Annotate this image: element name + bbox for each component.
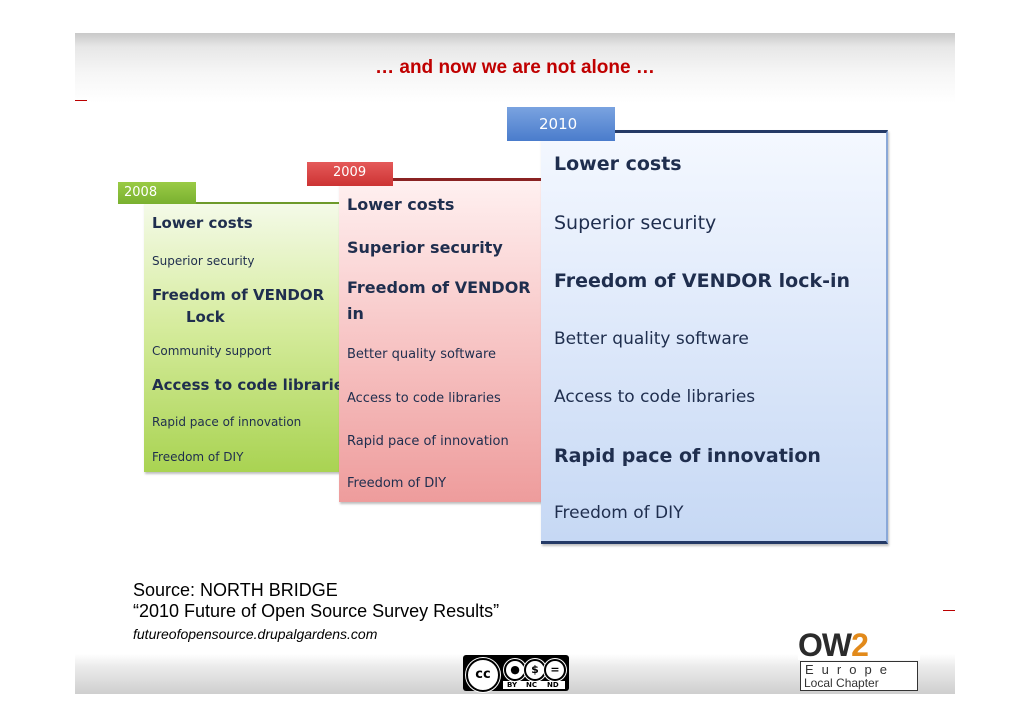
panel-2008-item: Access to code libraries bbox=[152, 376, 353, 394]
panel-2008-item: Community support bbox=[152, 344, 272, 358]
ow2-two-text: 2 bbox=[851, 627, 869, 663]
source-title: “2010 Future of Open Source Survey Resul… bbox=[133, 601, 500, 621]
panel-2009: Lower costs Superior security Freedom of… bbox=[339, 178, 544, 502]
equals-icon: = bbox=[544, 659, 566, 681]
right-accent-line bbox=[943, 610, 955, 611]
panel-2009-item: Freedom of VENDOR bbox=[347, 278, 531, 297]
panel-2008-item: Lower costs bbox=[152, 214, 253, 232]
cc-nd-label: ND bbox=[547, 681, 559, 689]
panel-2009-item: Lower costs bbox=[347, 195, 455, 214]
panel-2010-item: Better quality software bbox=[554, 329, 749, 349]
panel-2010-item: Superior security bbox=[554, 212, 717, 234]
panel-2010-item: Lower costs bbox=[554, 153, 682, 175]
person-icon: ● bbox=[504, 659, 526, 681]
ow2-wordmark: OW2 bbox=[798, 627, 920, 663]
panel-2008-item: Freedom of VENDOR bbox=[152, 286, 325, 304]
slide-title: … and now we are not alone … bbox=[375, 57, 655, 78]
panel-2008-item: Lock bbox=[186, 308, 225, 326]
cc-label-bar bbox=[503, 681, 565, 689]
panel-2009-item: Access to code libraries bbox=[347, 391, 501, 406]
source-line: Source: NORTH BRIDGE bbox=[133, 580, 338, 600]
left-accent-line bbox=[75, 100, 87, 101]
no-dollar-icon: $ bbox=[524, 659, 546, 681]
panel-2010: Lower costs Superior security Freedom of… bbox=[541, 130, 888, 544]
panel-2009-item: Rapid pace of innovation bbox=[347, 434, 509, 449]
panel-2008-item: Rapid pace of innovation bbox=[152, 415, 302, 429]
ow2-chapter-text: Local Chapter bbox=[804, 676, 879, 690]
panel-2009-item: Superior security bbox=[347, 238, 503, 257]
year-tab-2010: 2010 bbox=[507, 107, 615, 141]
panel-2008-item: Superior security bbox=[152, 254, 255, 268]
ow2-ow-text: OW bbox=[798, 627, 852, 663]
panel-2008: Lower costs Superior security Freedom of… bbox=[144, 202, 353, 472]
cc-by-label: BY bbox=[507, 681, 518, 689]
cc-icon: cc bbox=[466, 658, 500, 692]
panel-2009-item: in bbox=[347, 304, 364, 323]
year-tab-2008: 2008 bbox=[118, 182, 196, 204]
cc-license-badge: cc ● $ = BY NC ND bbox=[463, 655, 569, 692]
panel-2010-item: Freedom of VENDOR lock-in bbox=[554, 270, 851, 292]
header-band bbox=[75, 33, 955, 103]
ow2-logo: OW2 Europe Local Chapter bbox=[798, 627, 920, 692]
panel-2010-item: Access to code libraries bbox=[554, 387, 756, 407]
panel-2009-item: Better quality software bbox=[347, 347, 497, 362]
year-tab-2009: 2009 bbox=[307, 162, 393, 186]
ow2-chapter-box: Europe Local Chapter bbox=[800, 661, 918, 691]
panel-2010-item: Rapid pace of innovation bbox=[554, 445, 821, 467]
ow2-europe-text: Europe bbox=[805, 662, 895, 677]
source-url: futureofopensource.drupalgardens.com bbox=[133, 626, 378, 642]
panel-2008-item: Freedom of DIY bbox=[152, 450, 244, 464]
panel-2010-item: Freedom of DIY bbox=[554, 503, 684, 523]
panel-2009-item: Freedom of DIY bbox=[347, 476, 447, 491]
cc-nc-label: NC bbox=[526, 681, 537, 689]
